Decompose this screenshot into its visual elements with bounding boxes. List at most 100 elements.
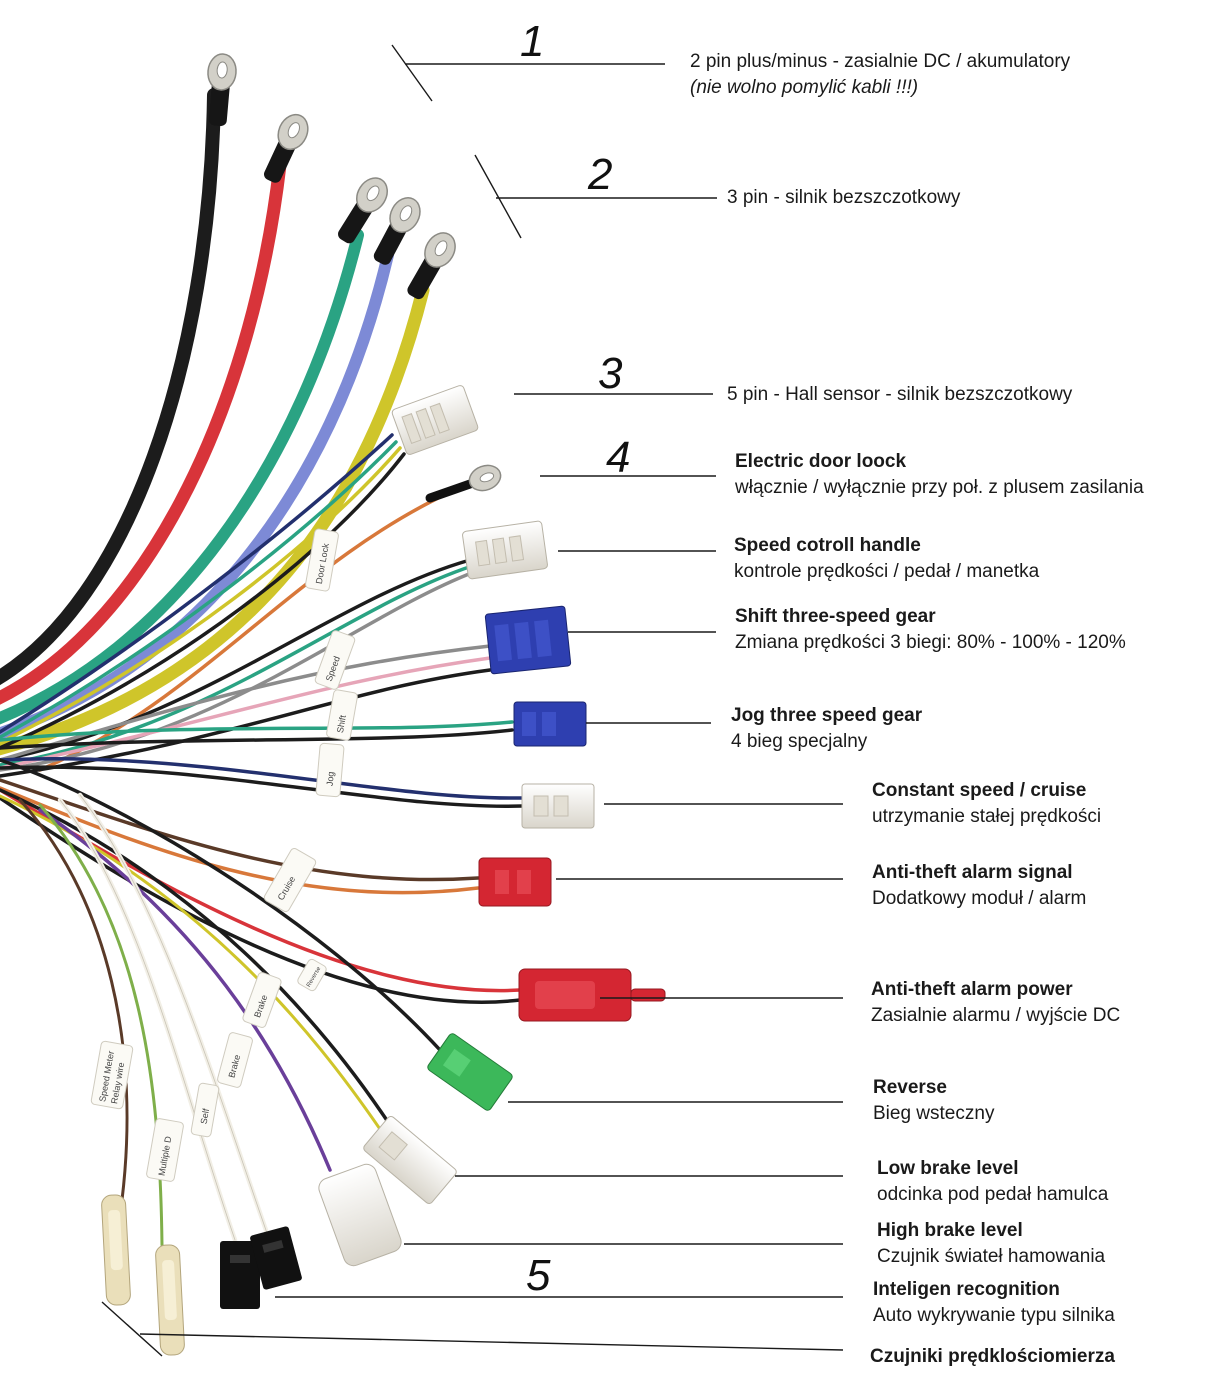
wire-speed-2 [0, 564, 474, 767]
connector-self-black-1 [220, 1241, 260, 1309]
label-speed-handle-title: Speed cotroll handle [734, 535, 921, 556]
tag-cruise: Cruise [263, 847, 317, 913]
callout-number-1: 1 [520, 17, 545, 66]
connector-speed-white [462, 520, 548, 580]
label-doorlock-title: Electric door loock [735, 451, 907, 472]
connector-speedo-2 [155, 1244, 185, 1356]
wire-red-power [0, 158, 287, 705]
label-motor: 3 pin - silnik bezszczotkowy [727, 185, 960, 211]
wire-lowbrake-2 [0, 794, 384, 1134]
label-speed-handle-subtitle: kontrole prędkości / pedał / manetka [734, 561, 1040, 582]
ring-terminal-green [338, 177, 388, 244]
tag-jog-text: Jog [325, 771, 336, 786]
connector-highbrake-white [318, 1163, 402, 1267]
label-hall: 5 pin - Hall sensor - silnik bezszczotko… [727, 382, 1072, 408]
callout-number-4: 4 [606, 433, 631, 482]
connector-cruise-white [521, 783, 595, 829]
wire-self-2-edge [79, 794, 269, 1237]
tag-brake-2: Brake [217, 1032, 253, 1088]
tag-shift: Shift [326, 689, 358, 741]
ring-terminal-red [263, 113, 309, 183]
wire-hall-3 [0, 446, 402, 745]
callout-number-3: 3 [598, 349, 623, 398]
tag-self-text: Self [199, 1107, 212, 1125]
label-recognition-title: Inteligen recognition [873, 1279, 1060, 1300]
callout-number-5: 5 [526, 1251, 551, 1300]
tag-reverse: Reverse [297, 958, 327, 992]
label-shift-subtitle: Zmiana prędkości 3 biegi: 80% - 100% - 1… [735, 632, 1126, 653]
label-speedometer-title: Czujniki prędklościomierza [870, 1346, 1115, 1367]
label-speed-handle: Speed cotroll handle kontrole prędkości … [734, 533, 1039, 585]
label-alarm-signal-title: Anti-theft alarm signal [872, 862, 1073, 883]
ring-terminal-yellow [407, 232, 456, 300]
ring-terminal-black [207, 53, 237, 127]
label-cruise-title: Constant speed / cruise [872, 780, 1087, 801]
wire-yellow-phase [0, 283, 430, 756]
label-alarm-signal-subtitle: Dodatkowy moduł / alarm [872, 888, 1087, 909]
label-recognition-subtitle: Auto wykrywanie typu silnika [873, 1305, 1115, 1326]
wire-lowbrake-1 [0, 788, 392, 1127]
wire-tags: Door Lock Speed Shift Jog Cruise Reverse… [90, 528, 358, 1182]
label-cruise-subtitle: utrzymanie stałej prędkości [872, 806, 1102, 827]
label-jog: Jog three speed gear 4 bieg specjalny [731, 703, 922, 755]
connector-jog-blue [513, 701, 587, 747]
label-jog-title: Jog three speed gear [731, 705, 923, 726]
label-recognition: Inteligen recognition Auto wykrywanie ty… [873, 1277, 1115, 1329]
connector-self-black-2 [250, 1226, 302, 1290]
wire-speedo-1 [18, 798, 129, 1202]
label-alarm-signal: Anti-theft alarm signal Dodatkowy moduł … [872, 860, 1086, 912]
label-shift-title: Shift three-speed gear [735, 606, 936, 627]
label-highbrake-subtitle: Czujnik świateł hamowania [877, 1246, 1106, 1267]
tag-shift-text: Shift [335, 714, 348, 734]
tag-jog: Jog [315, 742, 345, 798]
label-lowbrake: Low brake level odcinka pod pedał hamulc… [877, 1156, 1108, 1208]
label-lowbrake-subtitle: odcinka pod pedał hamulca [877, 1184, 1109, 1205]
wire-shift-2 [0, 656, 492, 770]
connector-hall-white [391, 385, 479, 455]
label-motor-title: 3 pin - silnik bezszczotkowy [727, 187, 961, 208]
leader-2 [474, 154, 717, 239]
leader-lines [101, 44, 844, 1357]
wire-jog-2 [0, 728, 514, 750]
wire-black-power [0, 88, 221, 686]
label-reverse: Reverse Bieg wsteczny [873, 1075, 994, 1127]
label-highbrake: High brake level Czujnik świateł hamowan… [877, 1218, 1105, 1270]
label-doorlock: Electric door loock włącznie / wyłącznie… [735, 449, 1144, 501]
leader-speedo [101, 1301, 844, 1357]
wire-alarm-sig-1 [0, 778, 480, 882]
label-alarm-power: Anti-theft alarm power Zasialnie alarmu … [871, 977, 1120, 1029]
wire-black-doorlock-sleeve [425, 479, 475, 503]
wire-cruise-1 [0, 756, 524, 800]
wire-bundle [0, 88, 524, 1247]
wire-orange-doorlock [38, 488, 457, 772]
label-power-title: 2 pin plus/minus - zasialnie DC / akumul… [690, 51, 1071, 72]
tag-speed: Speed [314, 630, 356, 690]
label-hall-title: 5 pin - Hall sensor - silnik bezszczotko… [727, 384, 1073, 405]
wire-hall-1 [0, 433, 394, 734]
wire-reverse [0, 758, 442, 1052]
label-power: 2 pin plus/minus - zasialnie DC / akumul… [690, 49, 1070, 101]
ring-terminals [207, 53, 502, 492]
connector-alarm-signal-red [478, 857, 552, 907]
wire-speed-1 [0, 558, 472, 762]
label-alarm-power-subtitle: Zasialnie alarmu / wyjście DC [871, 1005, 1121, 1026]
wire-hall-2 [0, 440, 398, 740]
ring-terminal-doorlock [468, 464, 502, 492]
label-power-subtitle: (nie wolno pomylić kabli !!!) [690, 77, 919, 98]
wire-alarm-sig-2 [0, 786, 480, 895]
ring-terminal-blue [373, 197, 421, 265]
label-reverse-subtitle: Bieg wsteczny [873, 1103, 995, 1124]
wire-shift-1 [0, 644, 492, 762]
label-doorlock-subtitle: włącznie / wyłącznie przy poł. z plusem … [735, 477, 1144, 498]
tag-doorlock: Door Lock [305, 528, 339, 592]
wire-alarm-pow-2 [0, 796, 522, 1004]
label-reverse-title: Reverse [873, 1077, 947, 1098]
wire-hall-4 [0, 452, 406, 750]
connector-lowbrake-white [363, 1115, 457, 1205]
wire-highbrake [38, 808, 332, 1172]
connector-alarm-power-red [518, 968, 666, 1022]
callout-number-2: 2 [588, 150, 613, 199]
label-jog-subtitle: 4 bieg specjalny [731, 731, 868, 752]
connector-speedo-1 [101, 1194, 131, 1306]
